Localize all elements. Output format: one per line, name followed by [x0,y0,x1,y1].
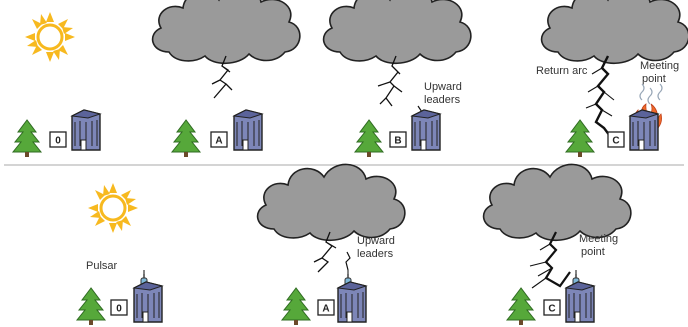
stage-badge: C [612,136,619,147]
return-arc-stroke [585,55,615,137]
pulsar-label: Pulsar [86,260,118,272]
upward-leaders-label-line2: leaders [357,248,394,260]
downward-leader [211,55,233,99]
tree-icon [76,287,106,326]
tree-icon [565,119,595,158]
sun-icon [86,181,140,235]
stage-badge: A [215,136,222,147]
upward-leaders-label-line1: Upward [357,235,395,247]
smoke-sparks [639,83,663,105]
upward-leader [345,251,351,271]
panel-top-A: A [151,0,301,158]
downward-leader [377,55,403,107]
upward-leaders-label-line1: Upward [424,81,462,93]
panel-bottom-A: Upward leaders A [256,163,406,326]
meeting-point-label-line2: point [642,73,666,85]
cloud-icon [256,163,406,242]
tree-icon [354,119,384,158]
stage-badge: B [394,136,401,147]
panel-bottom-0: Pulsar 0 [76,181,163,326]
panel-top-B: Upward leaders B [322,0,472,158]
building-icon [629,109,659,151]
stage-badge: C [548,304,555,315]
cloud-icon [540,0,688,65]
tree-icon [12,119,42,158]
tree-icon [506,287,536,326]
stage-badge: 0 [55,136,61,147]
stage-badge: 0 [116,304,122,315]
lightning-stroke [529,231,571,289]
sun-icon [23,10,77,64]
building-icon [233,109,263,151]
downward-leader [313,231,337,273]
tree-icon [281,287,311,326]
cloud-icon [322,0,472,65]
panel-bottom-C: Meeting point C [482,163,632,326]
return-arc-label: Return arc [536,65,588,77]
cloud-icon [151,0,301,65]
building-icon [411,109,441,151]
building-icon [565,281,595,323]
meeting-point-label-line2: point [581,246,605,258]
panel-top-C: Return arc Meeting point C [536,0,688,158]
panel-top-0: 0 [12,10,101,158]
building-icon [71,109,101,151]
building-icon [337,281,367,323]
stage-badge: A [322,304,329,315]
meeting-point-label-line1: Meeting [640,60,679,72]
cloud-icon [482,163,632,242]
upward-leaders-label-line2: leaders [424,94,461,106]
meeting-point-label-line1: Meeting [579,233,618,245]
tree-icon [171,119,201,158]
building-icon [133,281,163,323]
